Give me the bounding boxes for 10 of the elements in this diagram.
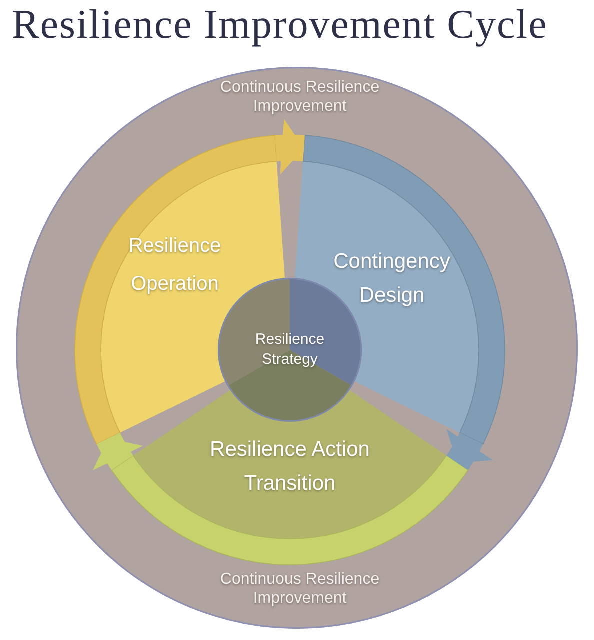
segment-label: Resilience Operation	[128, 234, 222, 297]
ring-label: Continuous Resilience Improvement	[220, 570, 380, 608]
segment-label: Contingency Design	[333, 249, 451, 309]
segment-label: Resilience Action Transition	[210, 437, 370, 497]
curved-arrow	[93, 432, 144, 471]
curved-arrow	[446, 429, 493, 470]
title: Resilience Improvement Cycle	[12, 0, 548, 48]
ring-label: Continuous Resilience Improvement	[220, 78, 380, 116]
hub-label: Resilience Strategy	[254, 330, 326, 370]
curved-arrow	[275, 119, 305, 176]
